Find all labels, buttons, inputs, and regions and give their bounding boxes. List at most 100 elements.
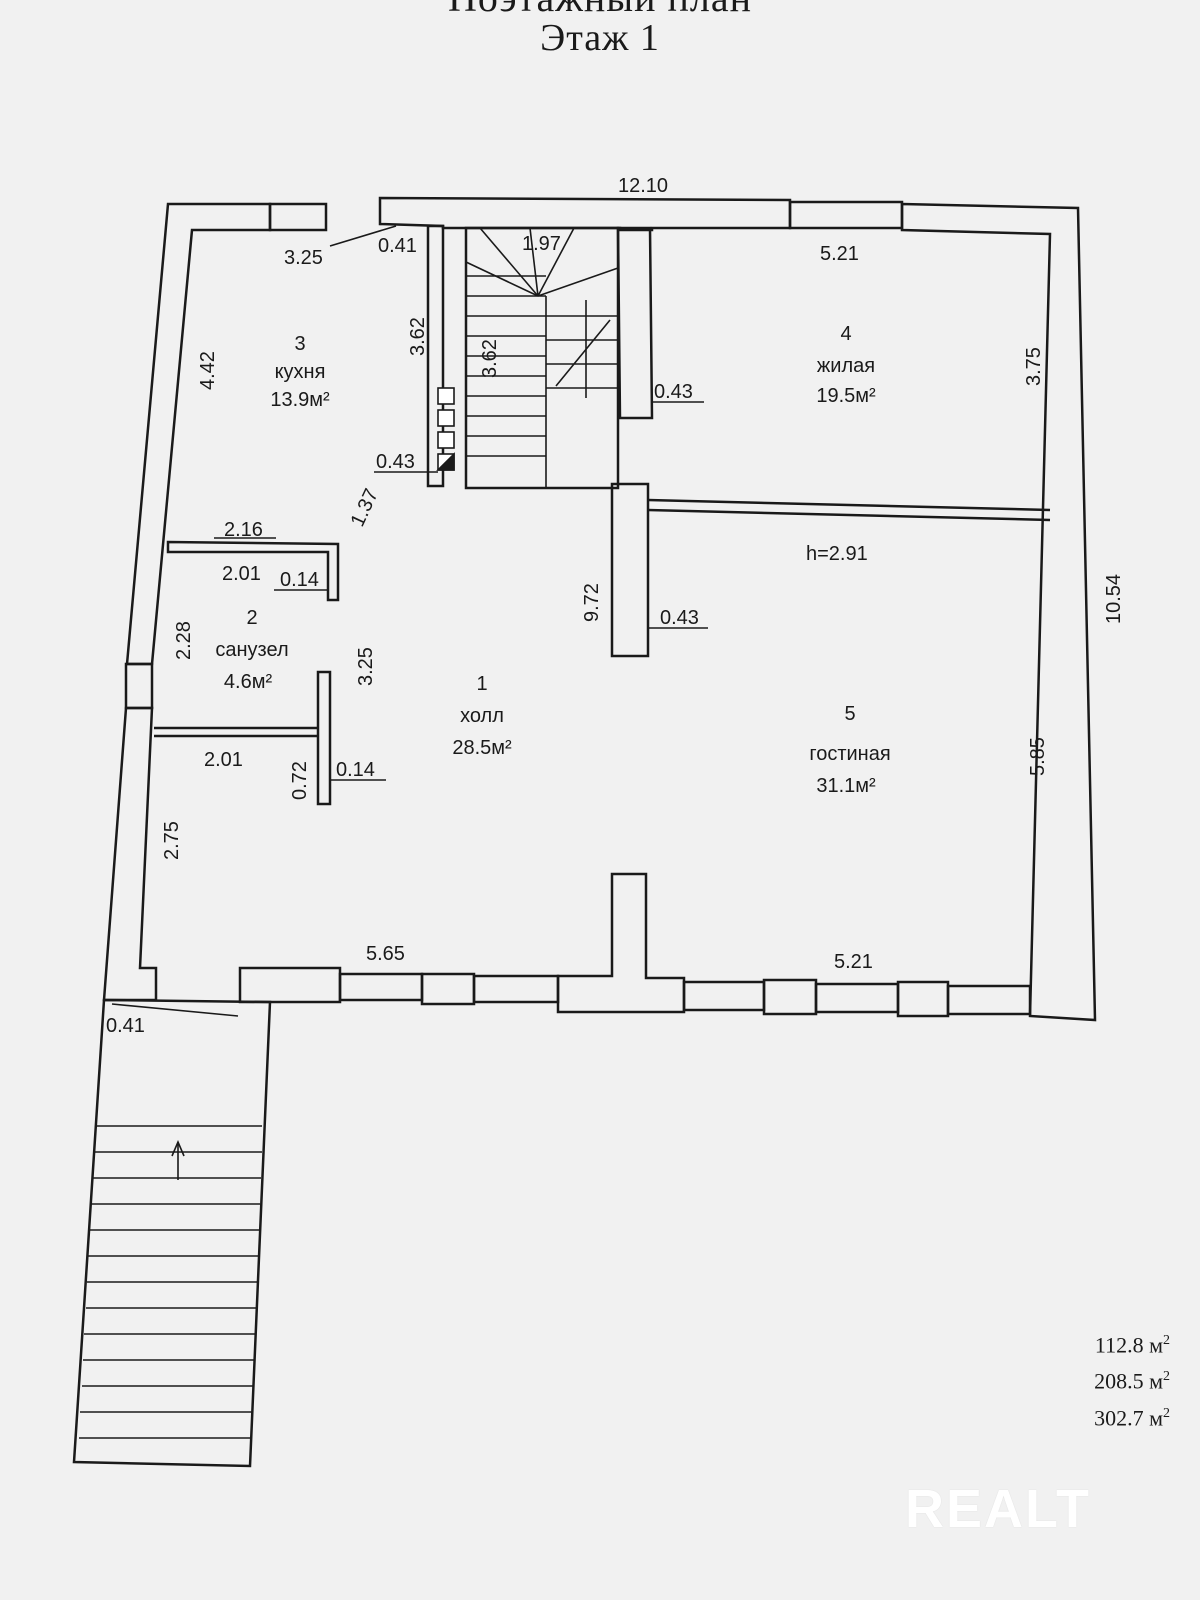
dim-kitchen-diagonal: 1.37 bbox=[347, 486, 383, 531]
room-labels: 3 кухня 13.9м² 4 жилая 19.5м² 2 санузел … bbox=[215, 323, 890, 797]
dim-stair-width: 1.97 bbox=[522, 233, 561, 255]
room-3-number: 3 bbox=[294, 333, 305, 355]
bottom-window-d bbox=[814, 982, 900, 1014]
bottom-wall-d bbox=[762, 978, 818, 1016]
flue-block bbox=[437, 409, 455, 427]
room-4-number: 4 bbox=[840, 323, 851, 345]
stair-winder bbox=[537, 227, 575, 297]
stair-break-line bbox=[555, 319, 611, 387]
flue-blocks bbox=[436, 387, 455, 471]
dim-partition-right-of-stair: 0.43 bbox=[654, 381, 693, 403]
kitchen-window bbox=[268, 202, 328, 232]
bottom-wall-c bbox=[556, 872, 686, 1014]
flue-block-filled bbox=[436, 452, 455, 471]
outer-wall-left-upper bbox=[125, 202, 272, 666]
room-5-name: гостиная bbox=[809, 743, 890, 765]
stair-treads bbox=[79, 227, 619, 1439]
room-2-area: 4.6м² bbox=[224, 671, 273, 693]
dim-kitchen-top: 3.25 bbox=[284, 247, 323, 269]
bath-top-wall bbox=[166, 540, 340, 602]
plan-title: Этаж 1 bbox=[540, 17, 660, 59]
porch-arrow-head bbox=[171, 1139, 185, 1157]
bath-window bbox=[124, 662, 154, 710]
stair-left-wall bbox=[426, 224, 445, 488]
room-4-name: жилая bbox=[817, 355, 875, 377]
dim-kitchen-left: 4.42 bbox=[197, 351, 219, 390]
dim-bath-top-inner: 2.01 bbox=[222, 563, 261, 585]
dim-door-top: 0.41 bbox=[378, 235, 417, 257]
room-2-number: 2 bbox=[246, 607, 257, 629]
total-unit: м bbox=[1149, 1368, 1163, 1394]
dimension-labels: 12.10 3.25 0.41 1.97 5.21 4.42 3.62 3.62… bbox=[106, 175, 1125, 1037]
total-unit: м bbox=[1149, 1332, 1163, 1358]
room-5-number: 5 bbox=[844, 703, 855, 725]
dim-bottom-right: 5.21 bbox=[834, 951, 873, 973]
dim-bath-bottom: 2.01 bbox=[204, 749, 243, 771]
dim-bath-door: 0.72 bbox=[289, 761, 311, 800]
leader-door-top bbox=[329, 225, 397, 247]
room4-divider bbox=[647, 498, 1051, 512]
stair-right-wall bbox=[616, 226, 654, 420]
total-row: 112.8 м2 bbox=[1094, 1325, 1170, 1361]
total-value: 208.5 bbox=[1094, 1368, 1144, 1394]
dim-hall-left: 2.75 bbox=[161, 821, 183, 860]
dim-top-total: 12.10 bbox=[618, 175, 668, 197]
flue-block bbox=[437, 387, 455, 405]
bottom-window-a bbox=[338, 972, 424, 1002]
dim-bath-top-outer: 2.16 bbox=[224, 519, 263, 541]
bottom-wall-a bbox=[238, 966, 342, 1004]
dim-room4-top: 5.21 bbox=[820, 243, 859, 265]
total-value: 302.7 bbox=[1094, 1404, 1144, 1430]
porch-outline bbox=[72, 998, 272, 1468]
total-row: 208.5 м2 bbox=[1094, 1361, 1170, 1397]
total-unit-power: 2 bbox=[1163, 1405, 1170, 1421]
stair-winder bbox=[537, 267, 619, 297]
room-2-name: санузел bbox=[215, 639, 288, 661]
bath-right-wall bbox=[316, 670, 332, 806]
dim-bath-wall-a: 0.14 bbox=[280, 569, 319, 591]
dim-central-wall: 9.72 bbox=[581, 583, 603, 622]
area-totals: 112.8 м2 208.5 м2 302.7 м2 bbox=[1094, 1325, 1170, 1434]
stair-winder bbox=[465, 261, 539, 297]
total-row: 302.7 м2 bbox=[1094, 1398, 1170, 1434]
total-unit-power: 2 bbox=[1163, 1333, 1170, 1348]
flue-block bbox=[437, 431, 455, 449]
dim-stair-length: 3.62 bbox=[479, 339, 501, 378]
dim-entrance-door: 0.41 bbox=[106, 1015, 145, 1037]
room4-divider-b bbox=[647, 508, 1051, 522]
stair-block bbox=[464, 226, 620, 490]
realt-watermark-logo: REALT bbox=[905, 1479, 1091, 1539]
dim-bath-left: 2.28 bbox=[173, 621, 195, 660]
total-unit-power: 2 bbox=[1163, 1369, 1170, 1385]
dim-bottom-left: 5.65 bbox=[366, 943, 405, 965]
leader-entrance bbox=[111, 1003, 239, 1017]
room-3-name: кухня bbox=[275, 361, 326, 383]
outer-wall-top-right bbox=[900, 202, 1097, 1022]
room-3-area: 13.9м² bbox=[270, 389, 330, 411]
dimension-leaders bbox=[111, 225, 708, 1017]
central-wall bbox=[610, 482, 650, 658]
bottom-wall-e bbox=[896, 980, 950, 1018]
bottom-window-e bbox=[946, 984, 1032, 1016]
walls bbox=[72, 196, 1097, 1468]
room-1-name: холл bbox=[460, 705, 504, 727]
total-value: 112.8 bbox=[1094, 1332, 1144, 1358]
stair-winder bbox=[479, 227, 539, 297]
dim-stair-wall-bottom: 0.43 bbox=[376, 451, 415, 473]
bottom-window-b bbox=[472, 974, 560, 1004]
bottom-wall-b bbox=[420, 972, 476, 1006]
total-unit: м bbox=[1149, 1404, 1163, 1430]
dim-bath-right: 3.25 bbox=[355, 647, 377, 686]
room-5-area: 31.1м² bbox=[816, 775, 876, 797]
outer-wall-left-lower bbox=[102, 706, 158, 1002]
dim-kitchen-right-wall: 3.62 bbox=[407, 317, 429, 356]
dim-living-right: 5.85 bbox=[1027, 737, 1049, 776]
dim-bath-wall-b: 0.14 bbox=[336, 759, 375, 781]
room-1-number: 1 bbox=[476, 673, 487, 695]
room-1-area: 28.5м² bbox=[452, 737, 512, 759]
bottom-window-c bbox=[682, 980, 766, 1012]
dim-right-total: 10.54 bbox=[1103, 574, 1125, 624]
plan-header-partial: Поэтажный план bbox=[0, 0, 1200, 21]
